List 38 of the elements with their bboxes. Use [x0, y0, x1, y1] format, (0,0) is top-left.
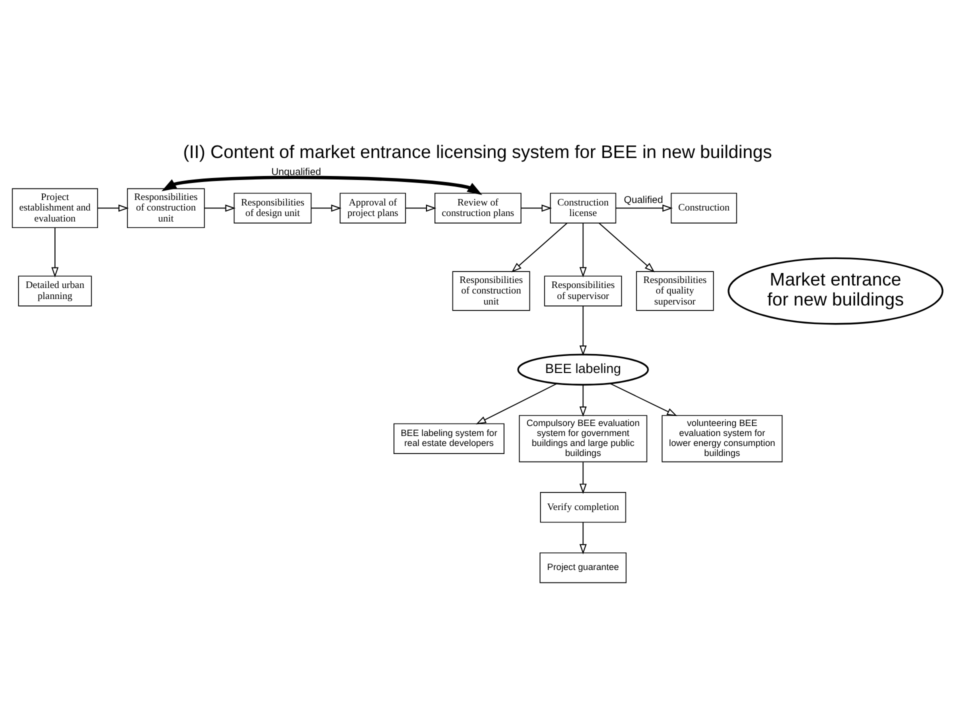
node-box: Compulsory BEE evaluation system for government buildings and large public buildings: [518, 414, 648, 462]
node-box: Construction license: [550, 192, 616, 223]
arrow: [511, 222, 568, 272]
node-box: Responsibilities of supervisor: [544, 275, 622, 306]
edge-label: Unqualified: [271, 166, 322, 178]
node-box: BEE labeling system for real estate developers: [394, 422, 504, 454]
arrow: [579, 222, 587, 277]
node-ellipse: BEE labeling: [517, 353, 649, 386]
node-box: Responsibilities of quality supervisor: [636, 270, 714, 310]
node-box: Detailed urban planning: [18, 275, 92, 306]
node-ellipse: Market entrance for new buildings: [728, 256, 944, 324]
node-box: Responsibilities of construction unit: [126, 188, 205, 228]
arrow: [579, 384, 587, 416]
diagram-title: (II) Content of market entrance licensing system for BEE in new buildings: [183, 142, 772, 162]
arrow: [97, 204, 129, 212]
arrow: [405, 204, 436, 212]
arrow: [476, 382, 558, 424]
edge-label: Qualified: [624, 194, 664, 206]
arrow: [579, 461, 587, 494]
arrow: [579, 304, 587, 356]
arrow: [51, 226, 59, 278]
arrow: [310, 204, 342, 212]
arrow: [615, 204, 673, 212]
node-box: Construction: [670, 192, 738, 223]
arrow: [579, 521, 587, 554]
node-box: Review of construction plans: [434, 192, 522, 223]
node-box: volunteering BEE evaluation system for lower energy consumption buildings: [662, 414, 783, 462]
arrow: [520, 204, 552, 212]
node-box: Responsibilities of construction unit: [452, 270, 530, 310]
node-box: Responsibilities of design unit: [234, 192, 312, 223]
node-box: Verify completion: [540, 492, 626, 522]
arrow: [610, 382, 678, 416]
arrow: [598, 222, 655, 272]
node-box: Project guarantee: [540, 552, 627, 583]
arrow: [162, 175, 482, 195]
node-box: Project establishment and evaluation: [12, 188, 98, 228]
node-box: Approval of project plans: [340, 192, 406, 223]
arrow: [204, 204, 236, 212]
